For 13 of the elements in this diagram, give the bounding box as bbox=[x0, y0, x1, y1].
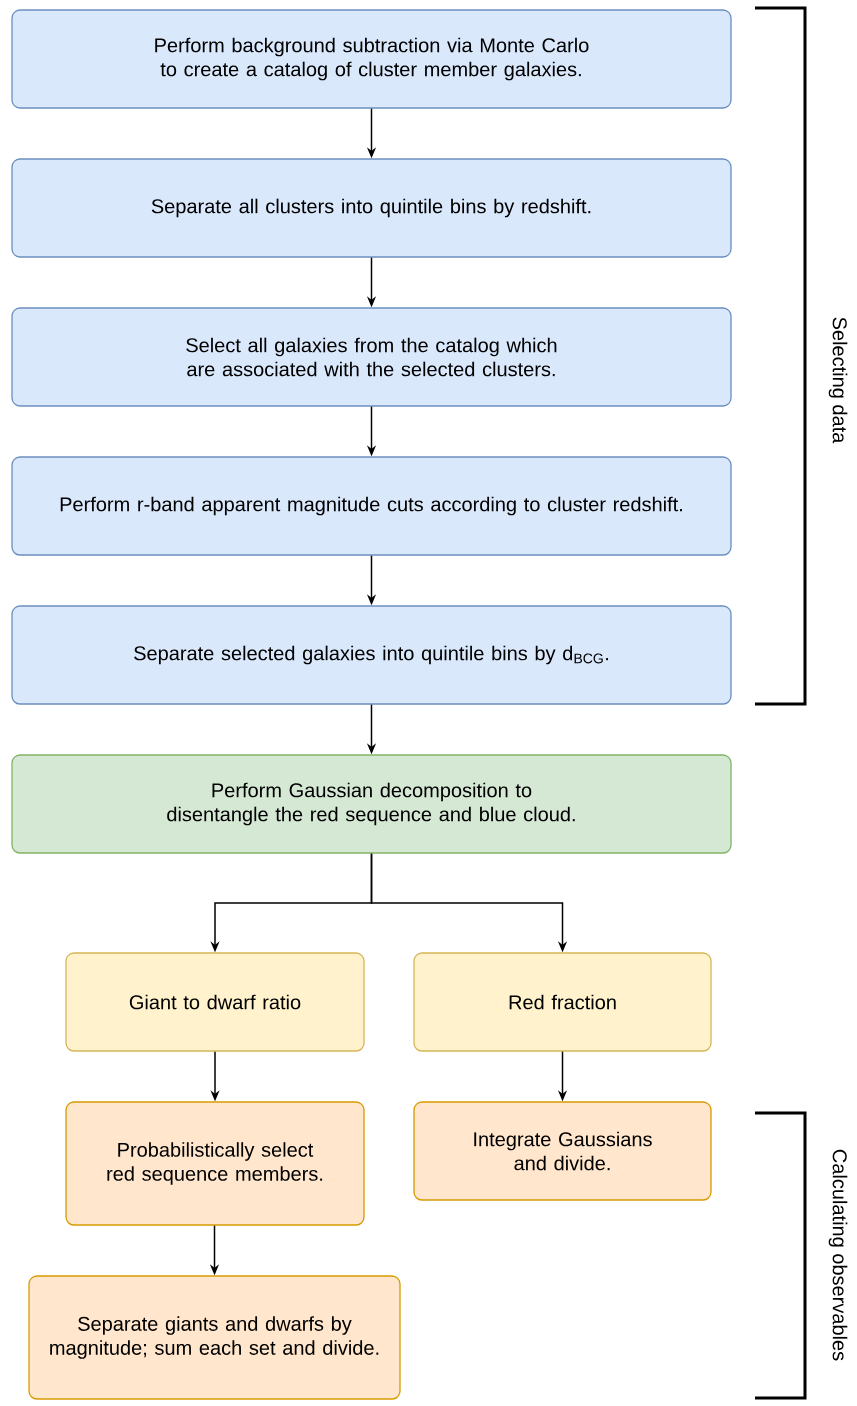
bracket-label: Calculating observables bbox=[828, 1149, 848, 1361]
process-box: Select all galaxies from the catalog which are associated with the selected clusters. bbox=[11, 307, 732, 407]
process-box: Probabilistically select red sequence members. bbox=[65, 1101, 365, 1226]
bracket-label: Selecting data bbox=[828, 317, 848, 444]
process-box: Integrate Gaussians and divide. bbox=[413, 1101, 712, 1201]
process-box: Separate selected galaxies into quintile bins by d$_{BCG}$. bbox=[11, 605, 732, 705]
process-box: Giant to dwarf ratio bbox=[65, 952, 365, 1052]
process-box: Perform Gaussian decomposition to disentangle the red sequence and blue cloud. bbox=[11, 754, 732, 854]
process-box: Separate giants and dwarfs by magnitude; sum each set and divide. bbox=[28, 1275, 401, 1400]
process-box: Red fraction bbox=[413, 952, 712, 1052]
process-box: Perform background subtraction via Monte Carlo to create a catalog of cluster member galaxies. bbox=[11, 9, 732, 109]
process-box: Separate all clusters into quintile bins by redshift. bbox=[11, 158, 732, 258]
process-box: Perform r-band apparent magnitude cuts according to cluster redshift. bbox=[11, 456, 732, 556]
